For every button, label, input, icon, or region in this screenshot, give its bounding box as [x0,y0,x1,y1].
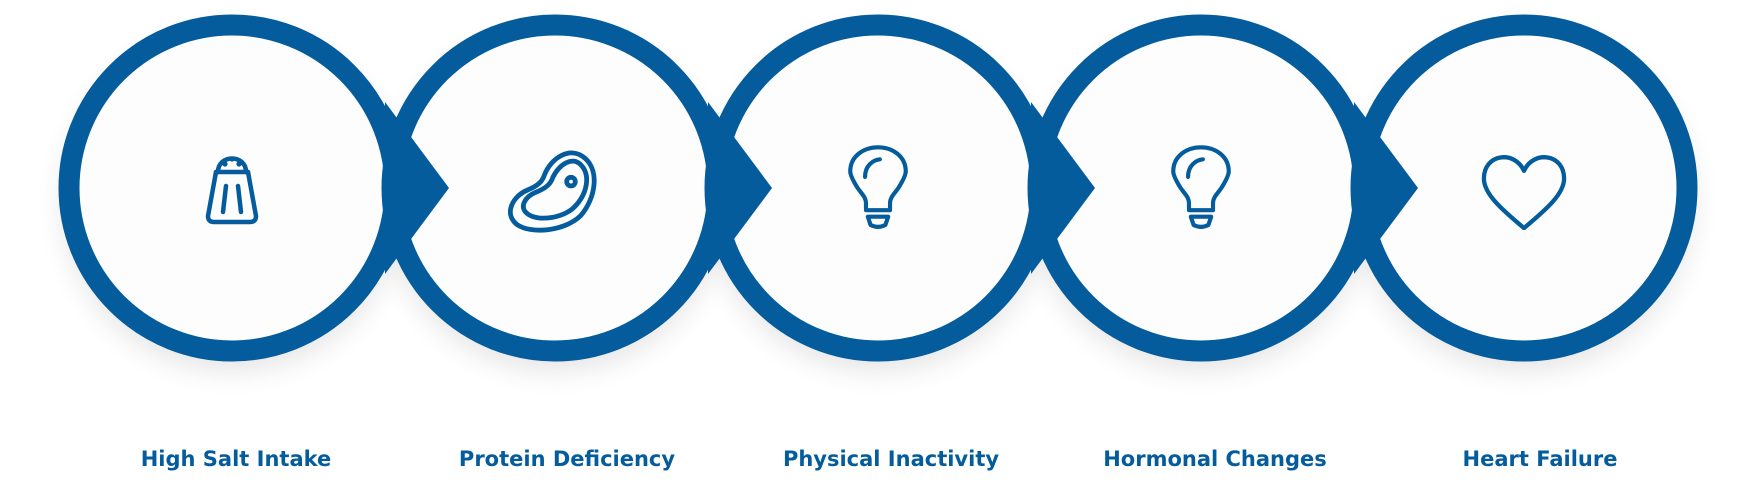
step-label: Protein Deficiency [458,447,676,471]
step-label: Heart Failure [1462,447,1618,471]
step-label: High Salt Intake [140,447,332,471]
connector-arrow [1031,102,1095,274]
connector-arrow [708,102,772,274]
ring-layer [58,14,1698,362]
connector-arrow [385,102,449,274]
step-label: Hormonal Changes [1103,447,1327,471]
step-label: Physical Inactivity [782,447,1000,471]
step-ring [58,14,406,362]
arrow-layer [385,102,1418,274]
connector-arrow [1354,102,1418,274]
